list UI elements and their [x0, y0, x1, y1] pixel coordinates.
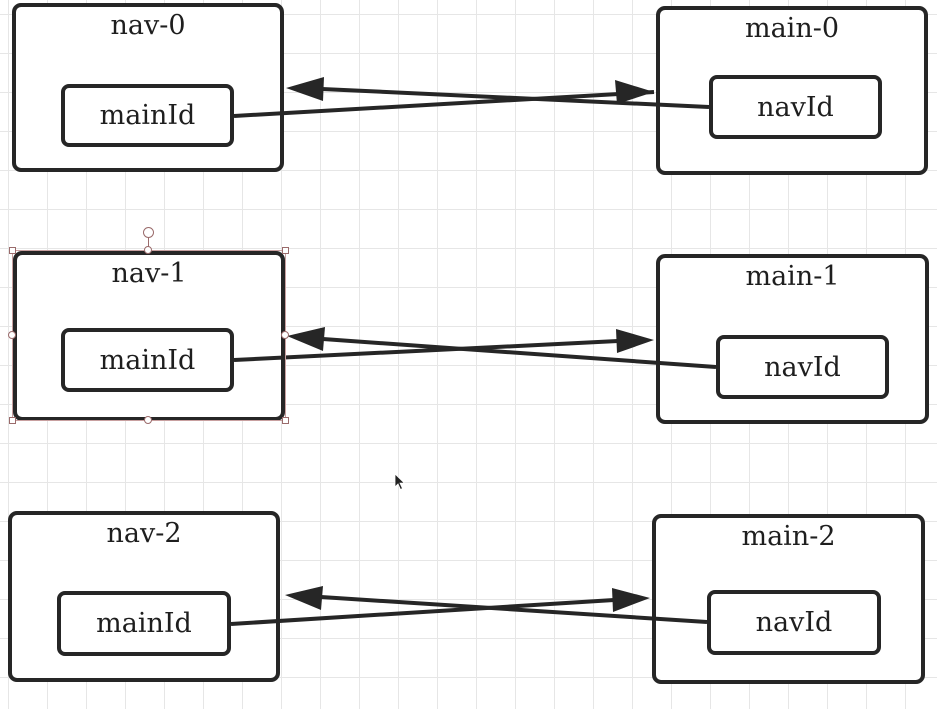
nav-1-mainid-field[interactable]: mainId — [61, 328, 234, 392]
arrowhead-to-main-0 — [615, 80, 654, 104]
edge-nav-2-to-main-2[interactable] — [230, 598, 615, 626]
resize-handle-top-left[interactable] — [9, 247, 16, 254]
resize-handle-right[interactable] — [281, 331, 289, 339]
resize-handle-bottom-left[interactable] — [9, 417, 16, 424]
edge-main-0-to-nav-0[interactable] — [321, 87, 710, 109]
resize-handle-left[interactable] — [8, 331, 16, 339]
nav-2-title: nav-2 — [106, 518, 182, 549]
edge-main-2-to-nav-2[interactable] — [320, 595, 708, 624]
resize-handle-top-right[interactable] — [282, 247, 289, 254]
mouse-pointer-icon — [394, 473, 406, 491]
rotation-handle[interactable] — [143, 227, 154, 238]
nav-0-title: nav-0 — [110, 10, 186, 41]
arrowhead-to-nav-2 — [285, 586, 323, 610]
nav-1-title: nav-1 — [111, 258, 187, 289]
arrowhead-to-main-2 — [612, 588, 650, 612]
main-2-title: main-2 — [741, 521, 836, 552]
rotation-handle-stem — [148, 236, 149, 250]
main-0-navid-field[interactable]: navId — [709, 75, 882, 139]
arrowhead-to-main-1 — [616, 329, 654, 353]
main-2-navid-field[interactable]: navId — [707, 590, 881, 655]
nav-2-mainid-field[interactable]: mainId — [57, 591, 231, 656]
edge-nav-1-to-main-1[interactable] — [233, 339, 619, 362]
resize-handle-bottom[interactable] — [144, 416, 152, 424]
main-1-title: main-1 — [745, 261, 840, 292]
arrowhead-to-nav-1 — [287, 327, 325, 351]
nav-0-mainid-field[interactable]: mainId — [61, 84, 234, 147]
main-1-navid-field[interactable]: navId — [716, 335, 889, 399]
resize-handle-bottom-right[interactable] — [282, 417, 289, 424]
resize-handle-top[interactable] — [144, 246, 152, 254]
main-0-title: main-0 — [744, 13, 840, 44]
edge-nav-0-to-main-0[interactable] — [233, 90, 655, 118]
arrowhead-to-nav-0 — [286, 77, 324, 101]
